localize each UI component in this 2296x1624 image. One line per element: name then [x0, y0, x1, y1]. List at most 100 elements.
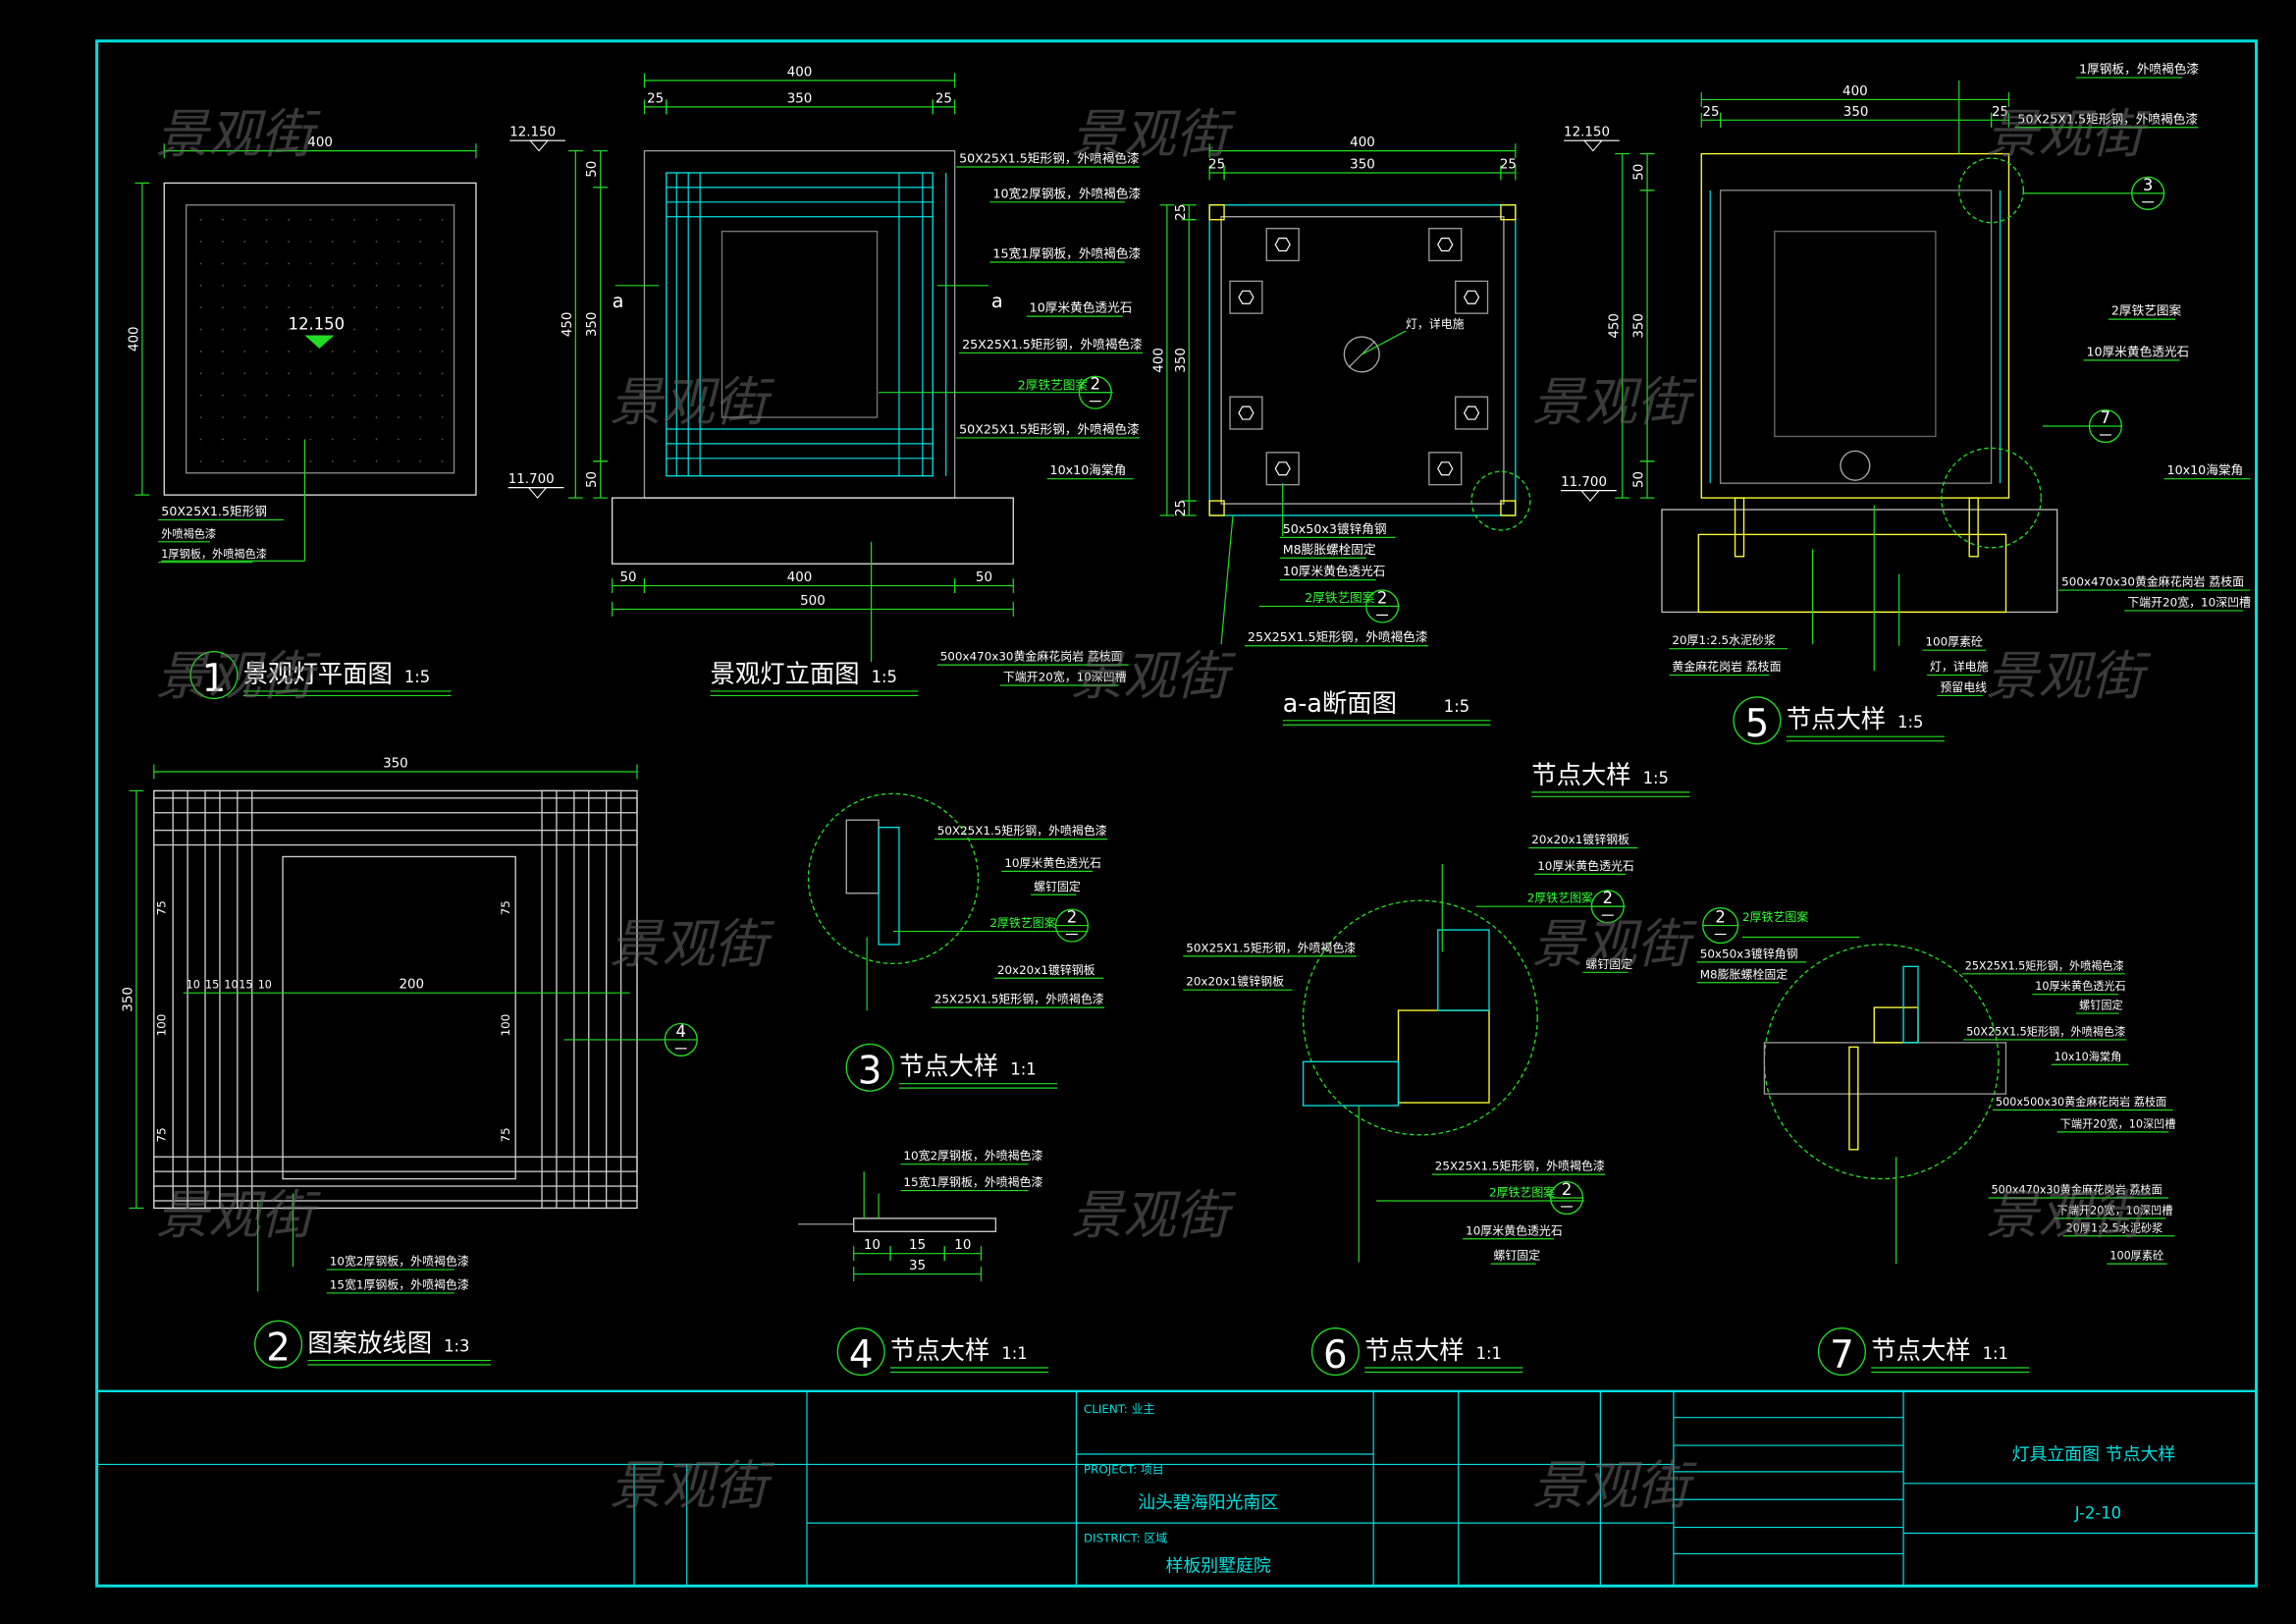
pattern-horizontal-bar — [153, 829, 638, 846]
watermark-text: 景观街 — [610, 1455, 775, 1517]
stone-texture-dot — [243, 241, 246, 243]
callout-label: 下端开20宽，10深凹槽 — [1003, 671, 1127, 684]
stone-texture-dot — [331, 262, 334, 265]
stone-texture-dot — [243, 372, 246, 375]
stone-texture-dot — [397, 284, 400, 287]
dimension-text: 25 — [1702, 105, 1719, 120]
stone-texture-dot — [441, 438, 444, 441]
leader-line — [1361, 330, 1407, 355]
stone-texture-dot — [288, 284, 290, 287]
stone-texture-dot — [353, 241, 356, 243]
pattern-vertical-bar — [237, 789, 253, 1210]
stone-texture-dot — [419, 394, 422, 397]
dimension-text: 50 — [620, 570, 637, 585]
stone-texture-dot — [288, 306, 290, 309]
level-triangle-icon — [1582, 139, 1603, 152]
stone-texture-dot — [222, 241, 224, 243]
corner-post — [1208, 204, 1225, 221]
callout-label: 50X25X1.5矩形钢，外喷褐色漆 — [1966, 1024, 2125, 1038]
dimension-text: 350 — [1174, 348, 1189, 373]
callout-label: 10宽2厚钢板，外喷褐色漆 — [992, 186, 1141, 200]
lamp-plan-inner — [185, 204, 455, 474]
stone-texture-dot — [265, 328, 268, 331]
stone-texture-dot — [199, 218, 202, 221]
dimension-text: 25 — [647, 91, 664, 106]
watermark-text: 景观街 — [1986, 645, 2152, 707]
reference-number: 2 — [1067, 908, 1077, 927]
callout-label: 25X25X1.5矩形钢，外喷褐色漆 — [1248, 629, 1428, 644]
bolt-hex-icon — [1238, 290, 1255, 304]
watermark-text: 景观街 — [1531, 1455, 1697, 1517]
stone-texture-dot — [441, 241, 444, 243]
stone-texture-dot — [331, 241, 334, 243]
translucent-stone — [1774, 230, 1937, 438]
view-title: 节点大样 — [1871, 1335, 1970, 1365]
angle-steel — [1428, 452, 1463, 486]
bolt-hex-icon — [1437, 461, 1454, 476]
stone-texture-dot — [419, 416, 422, 418]
detail-circle — [1302, 899, 1538, 1136]
stone-texture-dot — [441, 284, 444, 287]
stone-texture-dot — [353, 460, 356, 462]
project-label: PROJECT: 项目 — [1084, 1462, 1164, 1476]
callout-label: 20厚1:2.5水泥砂浆 — [1672, 633, 1775, 647]
stone-texture-dot — [243, 262, 246, 265]
callout-label: 螺钉固定 — [1585, 957, 1632, 971]
stone-texture-dot — [222, 218, 224, 221]
stone-texture-dot — [419, 306, 422, 309]
stone-texture-dot — [441, 372, 444, 375]
district-label: DISTRICT: 区域 — [1084, 1531, 1167, 1544]
stone-texture-dot — [419, 372, 422, 375]
stone-texture-dot — [265, 241, 268, 243]
stone-texture-dot — [309, 241, 312, 243]
stone-texture-dot — [331, 416, 334, 418]
callout-label: M8膨胀螺栓固定 — [1700, 967, 1788, 981]
view-number: 1 — [202, 657, 227, 701]
lamp-bulb-icon — [1840, 450, 1871, 481]
dimension-text: 400 — [1842, 84, 1868, 99]
bolt-hex-icon — [1238, 406, 1255, 420]
dimension-text: 50 — [585, 471, 600, 488]
dimension-text: 10 — [187, 979, 200, 992]
stone-texture-dot — [199, 328, 202, 331]
section-mark: a — [613, 290, 624, 312]
stone-texture-dot — [419, 351, 422, 352]
stone-texture-dot — [265, 262, 268, 265]
view-title: 节点大样 — [899, 1052, 998, 1081]
dimension-text: 50 — [1632, 471, 1647, 488]
stone-texture-dot — [309, 416, 312, 418]
leader-line — [1220, 514, 1234, 645]
steel-tube — [845, 819, 880, 894]
view-number: 2 — [266, 1326, 291, 1371]
view-scale: 1:5 — [872, 668, 897, 686]
dimension-text: 10 — [224, 979, 238, 992]
view-scale: 1:5 — [1643, 769, 1669, 787]
dimension-text: 400 — [307, 135, 333, 150]
stone-texture-dot — [222, 372, 224, 375]
watermark-text: 景观街 — [610, 913, 775, 975]
dimension-text: 35 — [909, 1259, 926, 1273]
anchor-bolt — [1734, 497, 1745, 558]
callout-label: 50x50x3镀锌角钢 — [1283, 521, 1387, 536]
bolt-hex-icon — [1437, 238, 1454, 252]
stone-texture-dot — [199, 284, 202, 287]
reference-number: 7 — [2101, 408, 2110, 427]
callout-label: 2厚铁艺图案 — [1527, 892, 1593, 905]
dimension-text: 50 — [976, 570, 992, 585]
callout-label: 1厚钢板，外喷褐色漆 — [2079, 62, 2199, 77]
granite-base — [1661, 509, 2058, 614]
section-mark: a — [991, 290, 1003, 312]
stone-texture-dot — [199, 351, 202, 352]
stone-texture-dot — [353, 284, 356, 287]
dimension-text: 25 — [1500, 158, 1517, 173]
dimension-text: 350 — [1632, 313, 1647, 339]
corner-post — [1500, 500, 1517, 516]
stone-texture-dot — [441, 394, 444, 397]
level-text: 11.700 — [508, 472, 555, 487]
stone-texture-dot — [375, 351, 378, 352]
detail-circle — [1763, 944, 2000, 1180]
dimension-text: 500 — [800, 594, 826, 609]
callout-label: 20厚1:2.5水泥砂浆 — [2066, 1220, 2163, 1234]
steel-tube — [1397, 1009, 1490, 1104]
callout-label: 50X25X1.5矩形钢，外喷褐色漆 — [2017, 111, 2198, 126]
